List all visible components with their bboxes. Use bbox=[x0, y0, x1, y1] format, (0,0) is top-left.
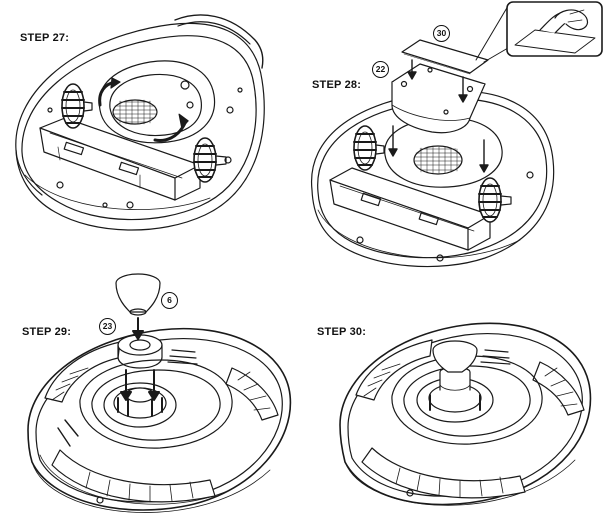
step28-robot-underside bbox=[312, 2, 602, 267]
step29-robot-top bbox=[28, 274, 290, 513]
step29-down-arrows bbox=[121, 318, 159, 400]
step29-connector bbox=[118, 335, 162, 368]
callout-cover-sheet: 30 bbox=[433, 25, 450, 42]
callout-cap: 6 bbox=[161, 292, 178, 309]
step28-peel-detail-inset bbox=[476, 2, 602, 62]
step28-filter-mesh bbox=[415, 147, 461, 173]
step-29-label: STEP 29: bbox=[22, 326, 72, 338]
step28-left-wheel bbox=[354, 126, 384, 170]
callout-filter-housing: 22 bbox=[372, 61, 389, 78]
step29-cap bbox=[116, 274, 160, 315]
step30-robot-top-assembled bbox=[340, 323, 590, 505]
step30-hub-with-cap bbox=[417, 341, 493, 422]
step-27-label: STEP 27: bbox=[20, 32, 70, 44]
step28-right-wheel bbox=[479, 178, 511, 222]
step-28-label: STEP 28: bbox=[312, 79, 362, 91]
step27-right-wheel bbox=[194, 138, 231, 182]
step28-filter-housing bbox=[392, 64, 485, 133]
step-30-label: STEP 30: bbox=[317, 326, 367, 338]
step27-left-wheel bbox=[62, 84, 92, 128]
step28-down-arrows bbox=[389, 60, 488, 172]
step27-filter-mesh bbox=[114, 100, 156, 124]
step29-hub bbox=[104, 383, 176, 427]
callout-connector: 23 bbox=[99, 318, 116, 335]
step27-robot-underside bbox=[16, 15, 264, 230]
